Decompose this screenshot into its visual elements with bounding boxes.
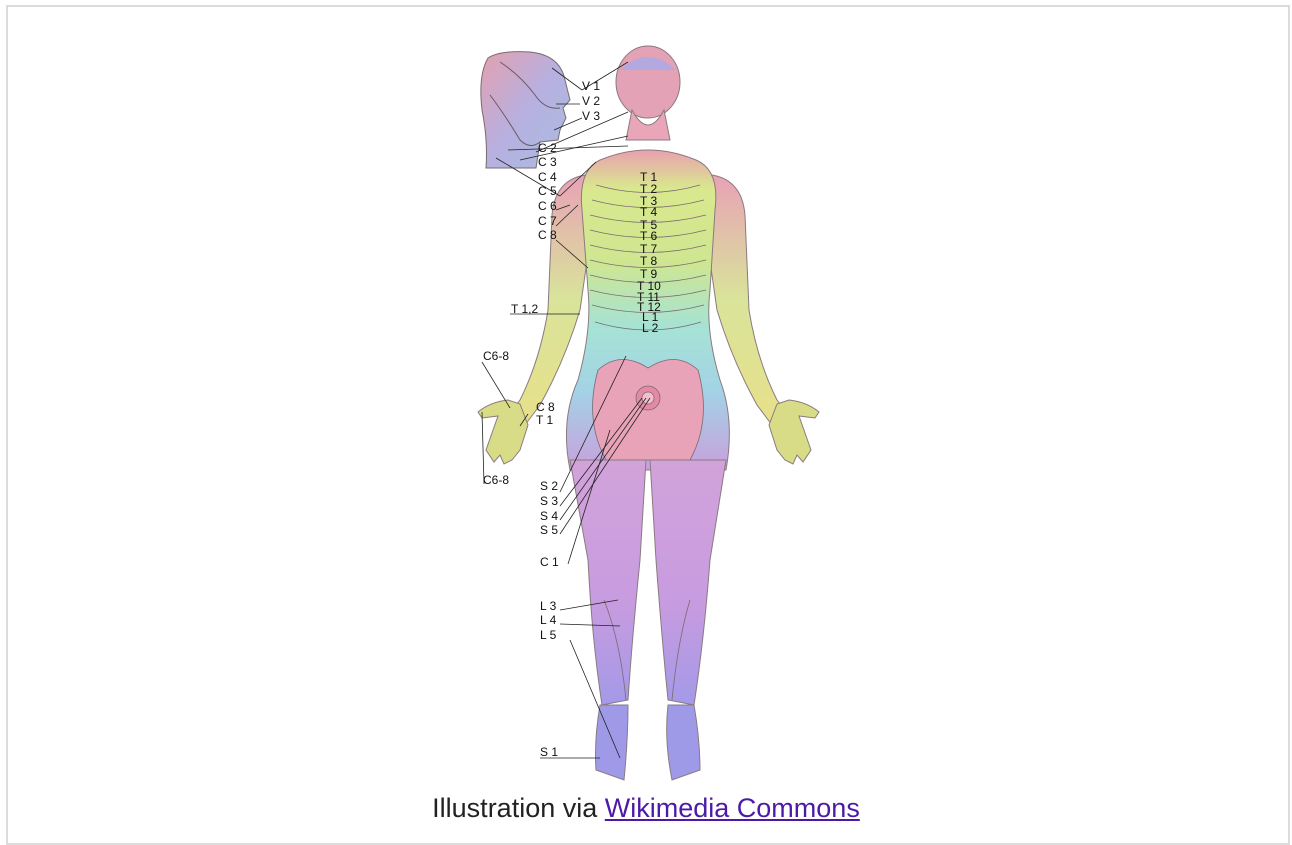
label-c8-hand: C 8 xyxy=(536,400,555,414)
caption-prefix: Illustration via xyxy=(432,793,597,823)
label-c7: C 7 xyxy=(538,214,557,228)
label-t1-2: T 1,2 xyxy=(511,302,538,316)
label-t8: T 8 xyxy=(640,254,657,268)
figure-caption: Illustration via Wikimedia Commons xyxy=(0,788,1292,828)
label-s3: S 3 xyxy=(540,494,558,508)
label-l4: L 4 xyxy=(540,613,557,627)
label-t4: T 4 xyxy=(640,205,657,219)
legs xyxy=(570,460,726,780)
label-l2: L 2 xyxy=(642,321,659,335)
label-t6: T 6 xyxy=(640,229,657,243)
label-c1: C 1 xyxy=(540,555,559,569)
label-s5: S 5 xyxy=(540,523,558,537)
label-c8: C 8 xyxy=(538,228,557,242)
label-c6-8-bottom: C6-8 xyxy=(483,473,509,487)
label-v2: V 2 xyxy=(582,94,600,108)
label-t1-hand: T 1 xyxy=(536,413,553,427)
label-c2: C 2 xyxy=(538,141,557,155)
label-l3: L 3 xyxy=(540,599,557,613)
label-v3: V 3 xyxy=(582,109,600,123)
wikimedia-commons-link[interactable]: Wikimedia Commons xyxy=(605,793,860,823)
label-v1: V 1 xyxy=(582,79,600,93)
label-c6-8-top: C6-8 xyxy=(483,349,509,363)
label-s1: S 1 xyxy=(540,745,558,759)
label-c3: C 3 xyxy=(538,155,557,169)
label-l5: L 5 xyxy=(540,628,557,642)
label-c6: C 6 xyxy=(538,199,557,213)
body-head xyxy=(616,46,680,140)
label-c4: C 4 xyxy=(538,170,557,184)
label-s2: S 2 xyxy=(540,479,558,493)
label-s4: S 4 xyxy=(540,509,558,523)
label-c5: C 5 xyxy=(538,184,557,198)
